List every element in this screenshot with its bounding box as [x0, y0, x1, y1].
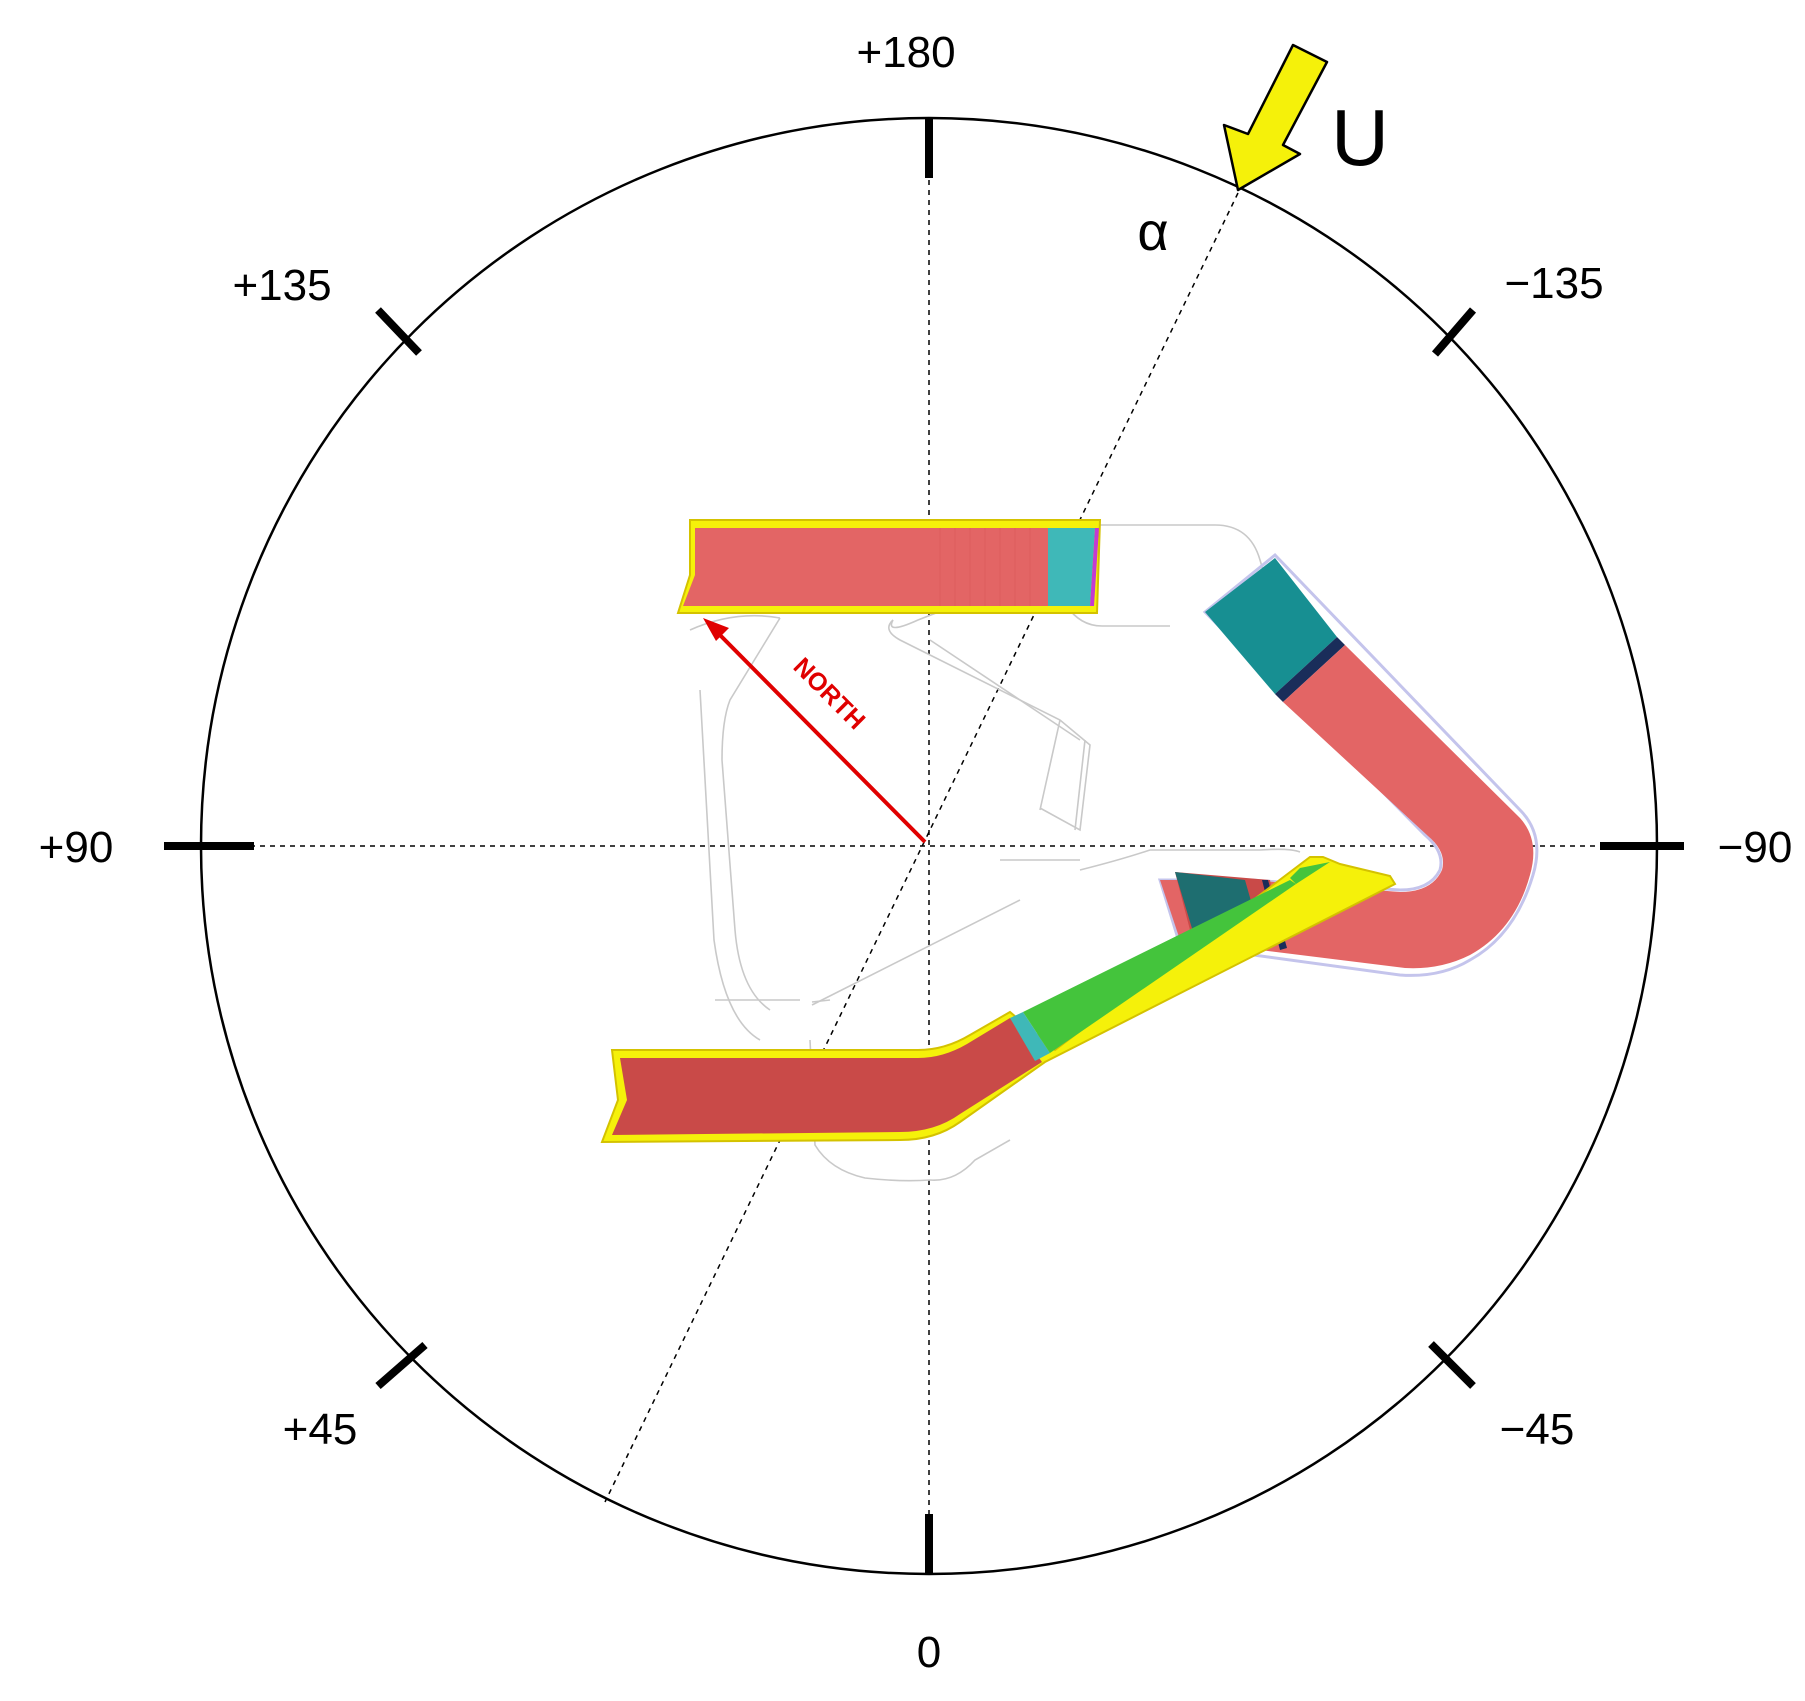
label-top-right: −135	[1504, 259, 1603, 308]
wind-arrow-icon	[1222, 43, 1329, 192]
label-left: +90	[39, 823, 114, 872]
tick-top-left	[375, 307, 422, 356]
north-arrow: NORTH	[703, 618, 927, 844]
label-top-left: +135	[232, 261, 331, 310]
wind-label: U	[1331, 93, 1389, 182]
north-label: NORTH	[788, 652, 871, 735]
label-bottom: 0	[917, 1628, 941, 1677]
label-top: +180	[856, 28, 955, 77]
wind-arrow	[1222, 43, 1329, 192]
angle-alpha-label: α	[1137, 202, 1168, 262]
label-bottom-left: +45	[283, 1405, 358, 1454]
tick-bottom-left	[375, 1341, 428, 1390]
tick-top-right	[1431, 307, 1477, 357]
wind-direction-line	[604, 192, 1239, 1503]
lower-red-block	[600, 856, 1397, 1144]
compass-ticks	[164, 118, 1684, 1574]
upper-red-block	[676, 519, 1102, 614]
tick-bottom-right	[1428, 1341, 1476, 1389]
label-bottom-right: −45	[1500, 1405, 1575, 1454]
label-right: −90	[1718, 823, 1793, 872]
